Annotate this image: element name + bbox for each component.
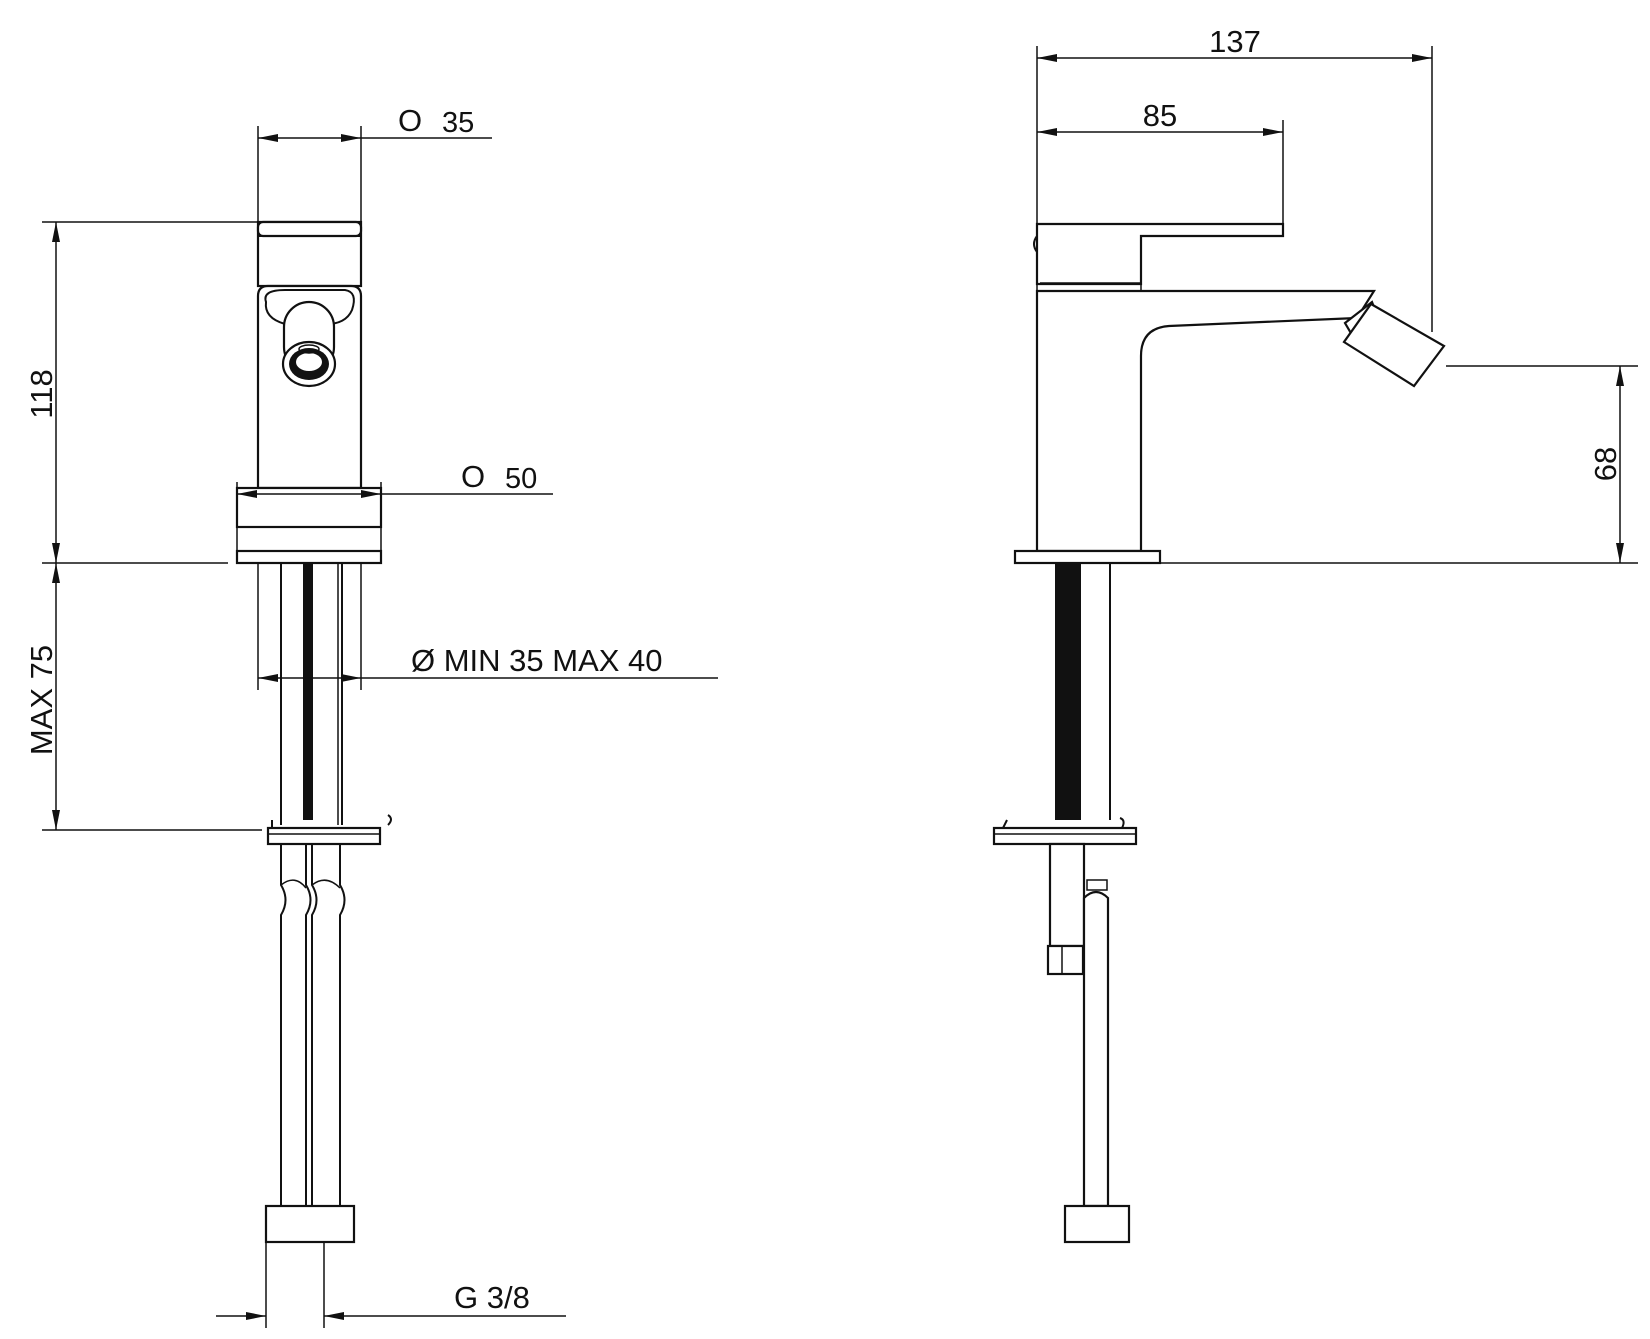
side-view: 137 85 68	[992, 24, 1638, 1244]
side-body	[1035, 289, 1446, 553]
dim-overall-length-label: 137	[1209, 24, 1261, 59]
dim-hole-diameter-label: Ø MIN 35 MAX 40	[411, 643, 663, 678]
dim-spout-height-label: 68	[1588, 447, 1623, 481]
front-base	[235, 486, 383, 565]
front-mounting	[264, 563, 392, 1244]
dim-base-diameter: O 50	[236, 459, 553, 551]
dim-spout-diameter: O 35	[257, 103, 492, 222]
dim-lever-length-label: 85	[1143, 98, 1177, 133]
side-lever	[1033, 222, 1285, 292]
dim-spout-height: 68	[1160, 365, 1638, 564]
front-handle	[256, 220, 363, 288]
side-mounting	[992, 563, 1138, 1244]
dim-connection: G 3/8	[216, 1242, 566, 1328]
dim-spout-diameter-symbol: O	[398, 103, 422, 138]
side-base	[1013, 549, 1162, 565]
dim-connection-label: G 3/8	[454, 1280, 530, 1315]
front-view: O 35 118 O 50 Ø MIN 35 MAX 40	[24, 103, 718, 1328]
dim-height: 118	[24, 221, 258, 564]
dim-base-diameter-symbol: O	[461, 459, 485, 494]
dim-height-label: 118	[24, 369, 59, 418]
front-body	[256, 284, 363, 490]
dim-base-diameter-value: 50	[505, 463, 537, 495]
dim-lever-length: 85	[1037, 98, 1284, 224]
dim-overall-length: 137	[1036, 24, 1433, 332]
dim-max-thickness-label: MAX 75	[24, 645, 59, 755]
dim-max-thickness: MAX 75	[24, 563, 262, 831]
dim-hole-diameter: Ø MIN 35 MAX 40	[257, 563, 718, 690]
dim-spout-diameter-value: 35	[442, 107, 474, 139]
